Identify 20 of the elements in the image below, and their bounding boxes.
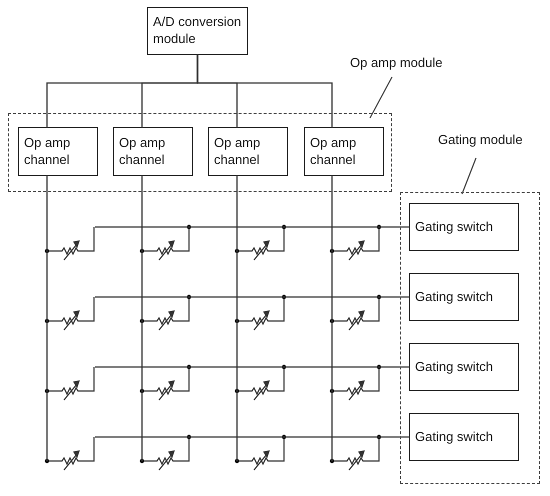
- wire: [46, 176, 48, 461]
- wire: [331, 176, 333, 461]
- wire: [141, 176, 143, 461]
- module-label: Gating module: [438, 132, 523, 147]
- wire: [95, 296, 409, 298]
- channel-box: Op amp channel: [113, 127, 193, 176]
- channel-box: Op amp channel: [18, 127, 98, 176]
- switch-box: Gating switch: [409, 203, 519, 251]
- switch-box: Gating switch: [409, 273, 519, 321]
- wire: [95, 436, 409, 438]
- switch-box: Gating switch: [409, 413, 519, 461]
- switch-box: Gating switch: [409, 343, 519, 391]
- channel-box: Op amp channel: [304, 127, 384, 176]
- wire: [236, 176, 238, 461]
- module-box: A/D conversion module: [147, 7, 248, 55]
- wire: [95, 366, 409, 368]
- wire: [196, 55, 333, 127]
- channel-box: Op amp channel: [208, 127, 288, 176]
- wire: [95, 226, 409, 228]
- module-label: Op amp module: [350, 55, 442, 70]
